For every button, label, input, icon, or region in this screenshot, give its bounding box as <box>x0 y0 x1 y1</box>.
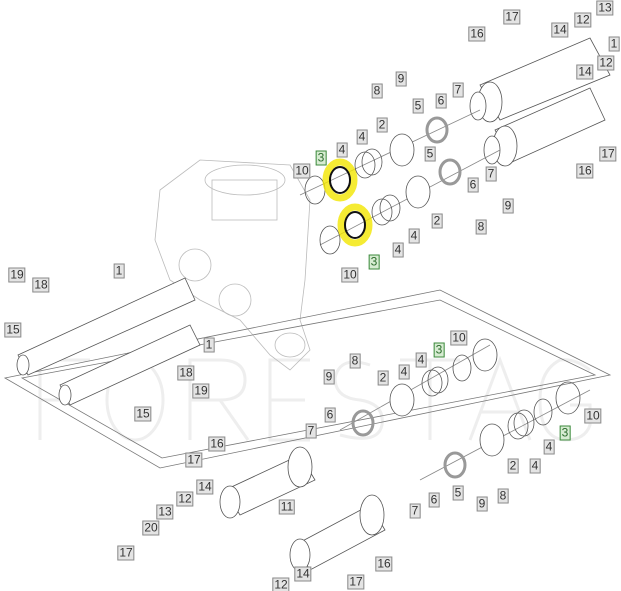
upper-cylinder-2 <box>483 87 606 167</box>
callout-part-9[interactable]: 9 <box>323 369 335 385</box>
callout-part-16[interactable]: 16 <box>468 26 486 42</box>
callout-part-17[interactable]: 17 <box>503 9 521 25</box>
lower-cylinder-1 <box>219 446 316 519</box>
callout-part-13[interactable]: 13 <box>596 0 614 16</box>
callout-part-3[interactable]: 3 <box>433 342 445 358</box>
callout-part-17[interactable]: 17 <box>599 146 617 162</box>
lower-cylinder-2 <box>289 494 386 572</box>
callout-part-3[interactable]: 3 <box>368 254 380 270</box>
rack-bars <box>16 277 201 406</box>
callout-part-10[interactable]: 10 <box>584 408 602 424</box>
callout-part-19[interactable]: 19 <box>8 267 26 283</box>
callout-part-12[interactable]: 12 <box>176 491 194 507</box>
callout-part-7[interactable]: 7 <box>485 166 497 182</box>
callout-part-14[interactable]: 14 <box>294 566 312 582</box>
callout-part-12[interactable]: 12 <box>597 55 615 71</box>
callout-part-9[interactable]: 9 <box>476 496 488 512</box>
callout-part-3[interactable]: 3 <box>315 150 327 166</box>
callout-part-16[interactable]: 16 <box>208 436 226 452</box>
callout-part-4[interactable]: 4 <box>529 458 541 474</box>
callout-part-4[interactable]: 4 <box>392 242 404 258</box>
callout-part-14[interactable]: 14 <box>576 64 594 80</box>
callout-part-17[interactable]: 17 <box>347 574 365 590</box>
callout-part-2[interactable]: 2 <box>376 117 388 133</box>
callout-part-2[interactable]: 2 <box>507 458 519 474</box>
callout-part-4[interactable]: 4 <box>543 439 555 455</box>
callout-part-6[interactable]: 6 <box>435 93 447 109</box>
callout-part-15[interactable]: 15 <box>134 406 152 422</box>
callout-part-15[interactable]: 15 <box>4 322 22 338</box>
callout-part-8[interactable]: 8 <box>371 83 383 99</box>
callout-part-8[interactable]: 8 <box>475 219 487 235</box>
callout-part-1[interactable]: 1 <box>113 263 125 279</box>
callout-part-9[interactable]: 9 <box>502 198 514 214</box>
callout-part-9[interactable]: 9 <box>395 71 407 87</box>
callout-part-4[interactable]: 4 <box>336 142 348 158</box>
callout-part-8[interactable]: 8 <box>349 353 361 369</box>
callout-part-4[interactable]: 4 <box>398 364 410 380</box>
callout-part-10[interactable]: 10 <box>293 163 311 179</box>
callout-part-2[interactable]: 2 <box>431 213 443 229</box>
upper-cylinder-1 <box>469 37 611 123</box>
callout-part-7[interactable]: 7 <box>305 423 317 439</box>
kit-frame <box>3 289 612 469</box>
callout-part-6[interactable]: 6 <box>428 492 440 508</box>
callout-part-5[interactable]: 5 <box>424 146 436 162</box>
callout-part-17[interactable]: 17 <box>185 452 203 468</box>
callout-part-10[interactable]: 10 <box>450 330 468 346</box>
callout-part-6[interactable]: 6 <box>324 407 336 423</box>
callout-part-14[interactable]: 14 <box>551 22 569 38</box>
callout-part-2[interactable]: 2 <box>377 370 389 386</box>
callout-part-12[interactable]: 12 <box>574 12 592 28</box>
callout-part-14[interactable]: 14 <box>196 479 214 495</box>
callout-part-13[interactable]: 13 <box>156 504 174 520</box>
callout-part-4[interactable]: 4 <box>408 228 420 244</box>
callout-part-19[interactable]: 19 <box>192 383 210 399</box>
callout-part-1[interactable]: 1 <box>203 337 215 353</box>
callout-part-4[interactable]: 4 <box>415 352 427 368</box>
callout-part-5[interactable]: 5 <box>412 98 424 114</box>
callout-part-16[interactable]: 16 <box>375 556 393 572</box>
callout-part-1[interactable]: 1 <box>608 36 620 52</box>
callout-part-4[interactable]: 4 <box>356 129 368 145</box>
callout-part-18[interactable]: 18 <box>32 277 50 293</box>
callout-part-11[interactable]: 11 <box>278 499 296 515</box>
callout-part-7[interactable]: 7 <box>452 82 464 98</box>
callout-part-18[interactable]: 18 <box>177 365 195 381</box>
callout-part-12[interactable]: 12 <box>272 577 290 591</box>
callout-part-6[interactable]: 6 <box>467 177 479 193</box>
callout-part-16[interactable]: 16 <box>576 163 594 179</box>
callout-part-17[interactable]: 17 <box>117 545 135 561</box>
callout-part-5[interactable]: 5 <box>452 485 464 501</box>
callout-part-7[interactable]: 7 <box>409 503 421 519</box>
callout-part-8[interactable]: 8 <box>497 488 509 504</box>
callout-part-3[interactable]: 3 <box>559 425 571 441</box>
callout-part-20[interactable]: 20 <box>142 520 160 536</box>
callout-part-10[interactable]: 10 <box>341 267 359 283</box>
